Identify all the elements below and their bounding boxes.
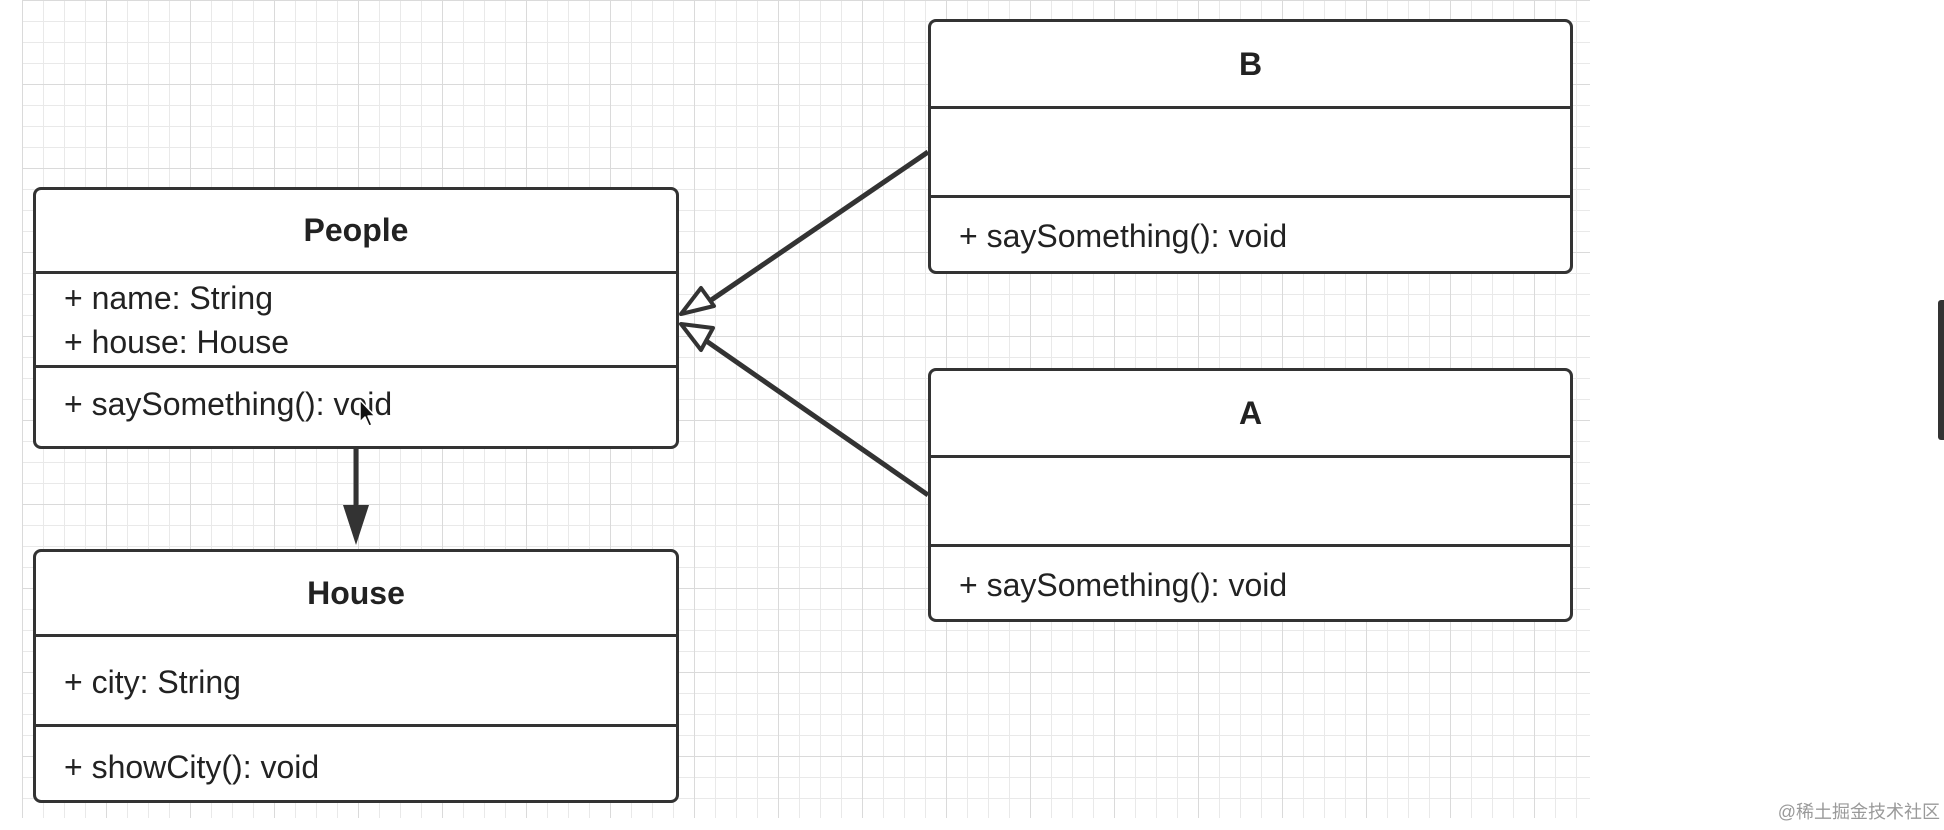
method: + saySomething(): void (959, 567, 1288, 603)
generalization-line-a (700, 335, 930, 498)
watermark: @稀土掘金技术社区 (1777, 802, 1940, 822)
methods-section: + showCity(): void (36, 727, 676, 789)
mouse-cursor-icon (359, 399, 376, 427)
attribute: + name: String (64, 280, 273, 316)
method: + showCity(): void (64, 749, 320, 785)
attribute: + city: String (64, 664, 241, 700)
attributes-section: + name: String + house: House (36, 274, 676, 368)
class-name: B (931, 22, 1570, 109)
hollow-triangle-arrowhead-a (679, 322, 715, 352)
attributes-section (931, 458, 1570, 547)
window-edge (1938, 300, 1944, 440)
attributes-section (931, 109, 1570, 198)
attributes-section: + city: String (36, 637, 676, 727)
method: + saySomething(): void (959, 218, 1288, 254)
class-name: People (36, 190, 676, 274)
hollow-triangle-arrowhead-b (679, 286, 716, 316)
methods-section: + saySomething(): void (36, 368, 676, 426)
class-a[interactable]: A + saySomething(): void (928, 368, 1573, 622)
methods-section: + saySomething(): void (931, 198, 1570, 258)
class-b[interactable]: B + saySomething(): void (928, 19, 1573, 274)
class-name: A (931, 371, 1570, 458)
generalization-line-b (699, 149, 930, 310)
class-people[interactable]: People + name: String + house: House + s… (33, 187, 679, 449)
attribute: + house: House (64, 324, 290, 360)
filled-arrowhead (343, 505, 369, 545)
class-house[interactable]: House + city: String + showCity(): void (33, 549, 679, 803)
class-name: House (36, 552, 676, 637)
methods-section: + saySomething(): void (931, 547, 1570, 607)
method: + saySomething(): void (64, 386, 393, 422)
